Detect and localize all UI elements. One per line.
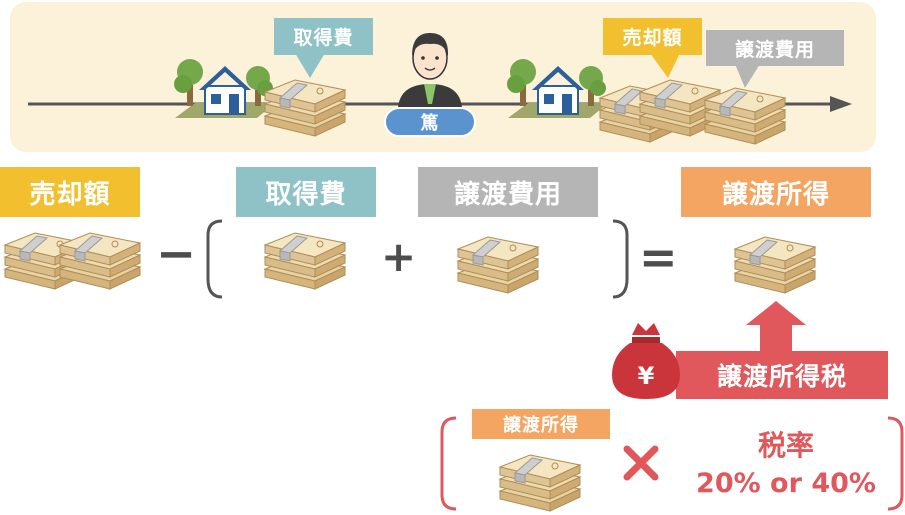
formula-transfer-cost-money-icon (457, 236, 539, 294)
bracket-right (612, 219, 629, 299)
sale-callout-tail (650, 53, 680, 78)
money-transfer-cost-icon (704, 87, 786, 145)
formula-purchase-money-icon (264, 232, 346, 290)
timeline-sale-label: 売却額 (603, 18, 702, 55)
timeline-purchase-label: 取得費 (274, 18, 373, 55)
formula-purchase-label: 取得費 (236, 167, 376, 217)
bracket-left (206, 219, 223, 299)
rate-value: 20% or 40% (696, 468, 876, 499)
person-icon (398, 33, 462, 108)
transfer-callout-tail (735, 64, 760, 88)
person-badge-label: 篤 (420, 113, 440, 134)
tax-label: 譲渡所得税 (716, 362, 847, 391)
formula-income-label: 譲渡所得 (681, 167, 871, 217)
plus-operator: + (381, 232, 417, 281)
tax-income-label: 譲渡所得 (472, 409, 610, 439)
timeline-arrow-icon (830, 96, 852, 112)
money-purchase-icon (264, 79, 346, 137)
money-bag-icon (612, 323, 680, 399)
tax-income-money-icon (499, 454, 581, 512)
tax-svg (440, 301, 904, 512)
timeline-transfer-cost-label: 譲渡費用 (706, 30, 844, 66)
minus-operator: − (156, 226, 197, 282)
timeline-svg (28, 33, 852, 145)
equals-operator: = (639, 230, 678, 284)
house-purchase-icon (173, 58, 276, 119)
person-badge (384, 107, 476, 137)
house-sale-icon (506, 58, 609, 119)
formula-transfer-cost-label: 譲渡費用 (418, 167, 598, 217)
formula-income-money-icon (734, 236, 816, 294)
formula-sale-label: 売却額 (0, 167, 140, 217)
times-icon (623, 445, 659, 481)
formula-svg (4, 219, 816, 299)
bracket-bottom-left (440, 416, 457, 511)
yen-symbol: ¥ (637, 362, 655, 390)
purchase-callout-tail (295, 53, 325, 78)
tax-band (676, 351, 888, 399)
up-arrow-icon (746, 301, 806, 351)
rate-title: 税率 (757, 429, 814, 462)
bracket-bottom-right (887, 416, 904, 511)
